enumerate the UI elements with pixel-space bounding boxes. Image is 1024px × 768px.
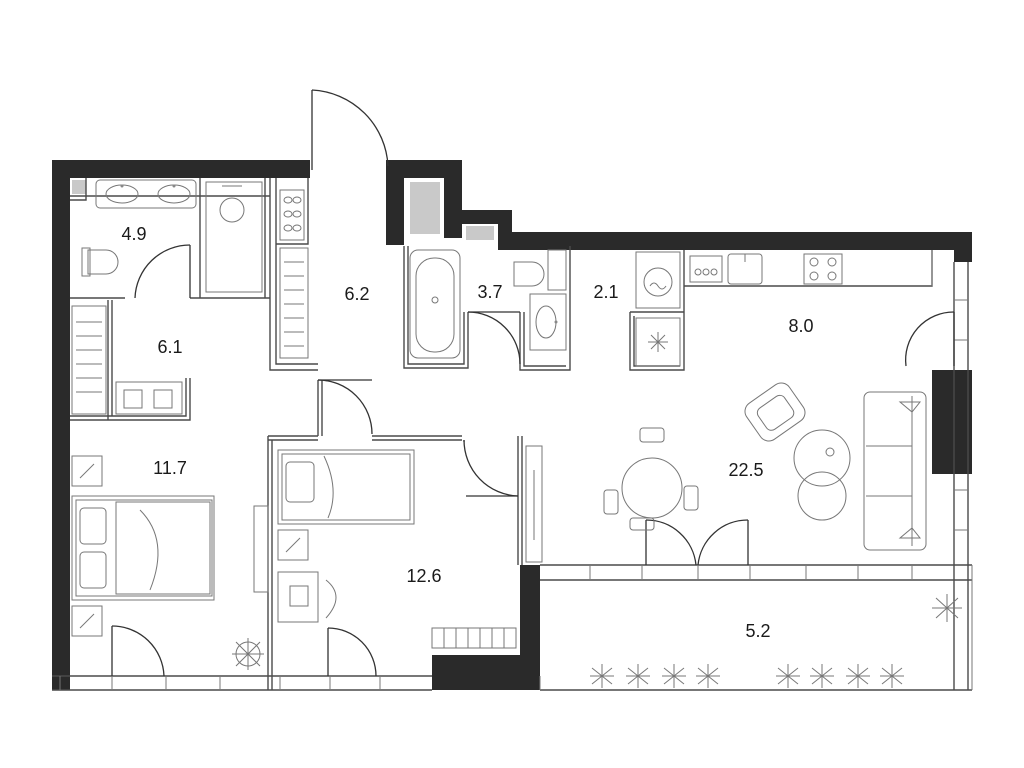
- shoe-rack-icon: [279, 189, 305, 241]
- nightstand-icon: [277, 529, 309, 561]
- wall-column-right: [932, 370, 972, 474]
- washing-machine-icon: [115, 381, 183, 415]
- room-area-hall: 6.1: [157, 337, 182, 357]
- wall-top-mid: [386, 160, 462, 178]
- wardrobe-icon: [279, 247, 309, 359]
- room-area-storage: 2.1: [593, 282, 618, 302]
- radiator-icon: [431, 627, 517, 649]
- sink-icon: [95, 179, 197, 209]
- wall-bottom-block: [432, 655, 520, 690]
- kitchen-counter: [684, 250, 933, 287]
- nightstand-icon: [71, 455, 103, 637]
- shaft-2: [466, 226, 494, 240]
- wall-top-left: [52, 160, 310, 178]
- room-area-balcony: 5.2: [745, 621, 770, 641]
- dining-table-icon: [603, 427, 699, 531]
- room-area-bedroom-1: 11.7: [153, 458, 187, 478]
- plant-icon: [590, 594, 962, 688]
- bathtub-icon: [409, 249, 461, 359]
- room-area-kitchen: 8.0: [788, 316, 813, 336]
- door-icon: [134, 244, 191, 299]
- room-area-living: 22.5: [728, 460, 763, 480]
- armchair-icon: [744, 382, 806, 442]
- shaft-1: [410, 182, 440, 234]
- kitchen-sink-icon: [689, 253, 763, 285]
- walls: [52, 160, 972, 690]
- door-icon: [317, 379, 373, 435]
- door-icon: [327, 627, 377, 677]
- toilet-icon: [81, 247, 119, 277]
- toilet-icon: [513, 249, 567, 291]
- shaft-3: [72, 180, 86, 194]
- wall-left: [52, 160, 70, 690]
- bed-icon: [277, 449, 415, 525]
- shower-icon: [205, 181, 263, 293]
- wardrobe-icon: [71, 305, 107, 415]
- wall-top-right: [498, 232, 972, 250]
- balcony-door-icon: [645, 519, 749, 566]
- room-area-bath-small: 4.9: [121, 224, 146, 244]
- door-icon: [111, 625, 165, 677]
- tv-cabinet-icon: [525, 445, 543, 563]
- door-icon: [904, 311, 955, 367]
- wall-shaft-right: [444, 160, 462, 238]
- sofa-icon: [863, 391, 927, 551]
- room-labels: 4.9 6.2 3.7 2.1 6.1 8.0 11.7 22.5 12.6 5…: [121, 224, 813, 641]
- room-area-bedroom-2: 12.6: [406, 566, 441, 586]
- wall-corner-right: [954, 232, 972, 262]
- door-icon: [467, 311, 521, 365]
- stove-icon: [803, 253, 843, 285]
- coffee-table-icon: [793, 429, 851, 521]
- wall-balcony-left: [520, 565, 540, 690]
- washing-machine-icon: [635, 251, 681, 309]
- bed-icon: [71, 495, 215, 601]
- room-area-bathroom: 3.7: [477, 282, 502, 302]
- room-area-corridor: 6.2: [344, 284, 369, 304]
- wall-shaft-left: [386, 160, 404, 245]
- interior-walls: [52, 178, 973, 691]
- entrance-door-icon: [311, 89, 389, 170]
- fridge-icon: [635, 317, 681, 367]
- sink-icon: [529, 293, 567, 351]
- desk-icon: [277, 571, 337, 623]
- door-icon: [463, 439, 519, 497]
- plant-icon: [232, 638, 264, 670]
- desk-icon: [253, 505, 269, 593]
